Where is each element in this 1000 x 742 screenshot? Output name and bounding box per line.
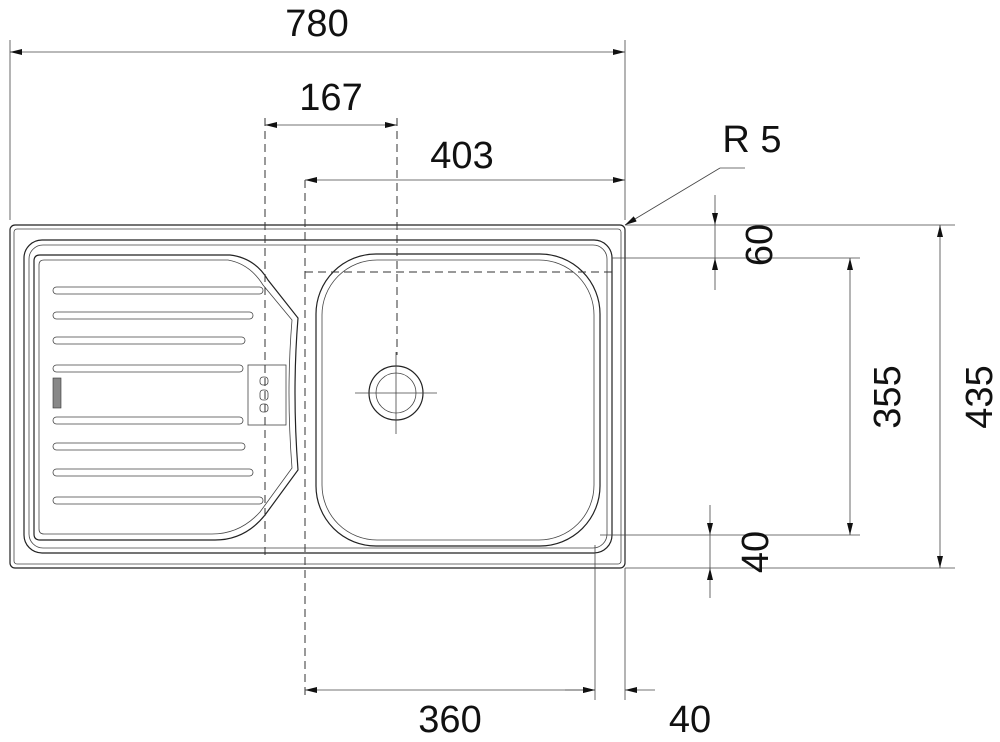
dim-radius: R 5	[722, 119, 781, 161]
dim-780: 780	[285, 3, 348, 45]
extension-lines	[9, 40, 955, 700]
dim-435: 435	[959, 365, 1000, 428]
overflow-slot	[247, 364, 287, 426]
drainer	[33, 254, 299, 541]
dim-60: 60	[739, 224, 781, 266]
dim-403: 403	[430, 135, 493, 177]
sink-outline	[9, 224, 626, 569]
drainer-grooves	[52, 286, 264, 505]
centerlines	[264, 118, 612, 700]
dimension-lines	[10, 49, 943, 693]
dimension-labels: 780 167 403 R 5 60 355 435 40 360 40	[285, 3, 1000, 741]
logo-plate	[52, 377, 62, 409]
bowl	[315, 253, 601, 547]
dim-355: 355	[867, 365, 909, 428]
dim-40-bottom: 40	[669, 699, 711, 741]
dim-360: 360	[418, 699, 481, 741]
dim-40-right: 40	[735, 531, 777, 573]
dim-167: 167	[299, 77, 362, 119]
